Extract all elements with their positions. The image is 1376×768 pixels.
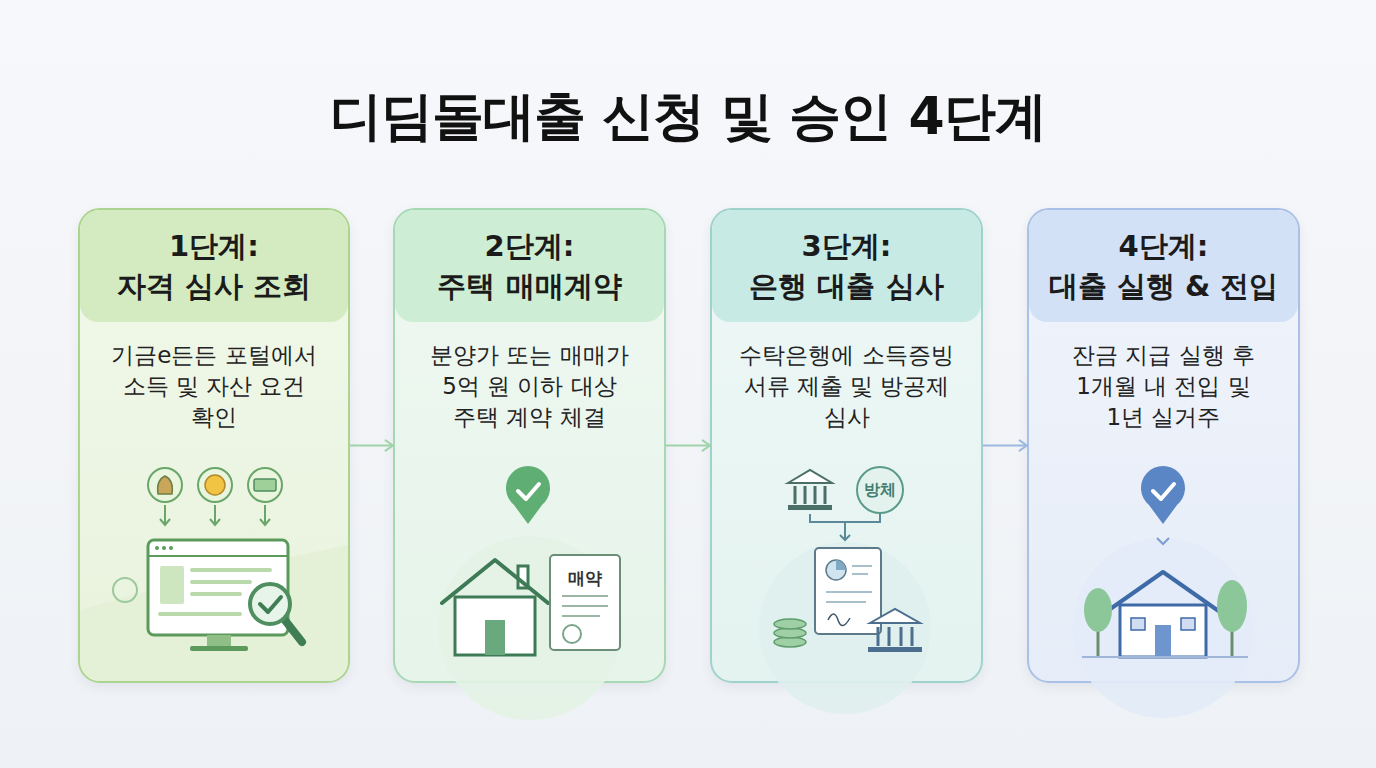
step-number: 4단계:	[1119, 226, 1209, 266]
arrow-head	[1020, 440, 1027, 450]
step-number: 1단계:	[169, 226, 259, 266]
step-description: 분양가 또는 매매가 5억 원 이하 대상 주택 계약 체결	[422, 340, 637, 433]
card-header: 1단계:자격 심사 조회	[80, 210, 348, 322]
step-card: 3단계:은행 대출 심사수탁은행에 소득증빙 서류 제출 및 방공제 심사	[710, 208, 983, 683]
arrow-head	[386, 440, 393, 450]
card-header: 4단계:대출 실행 & 전입	[1029, 210, 1298, 322]
step-description: 기금e든든 포털에서 소득 및 자산 요건 확인	[107, 340, 322, 433]
arrow-head	[703, 440, 710, 450]
flow-arrow	[350, 440, 393, 450]
flow-arrow	[666, 440, 710, 450]
arrow-line	[666, 445, 710, 447]
card-header: 3단계:은행 대출 심사	[712, 210, 981, 322]
arrow-line	[350, 445, 393, 447]
card-header: 2단계:주택 매매계약	[395, 210, 664, 322]
step-title: 주택 매매계약	[437, 266, 621, 306]
step-number: 3단계:	[802, 226, 892, 266]
step-description: 수탁은행에 소득증빙 서류 제출 및 방공제 심사	[739, 340, 954, 433]
step-card: 1단계:자격 심사 조회기금e든든 포털에서 소득 및 자산 요건 확인	[78, 208, 350, 683]
diagram-title: 디딤돌대출 신청 및 승인 4단계	[0, 84, 1376, 148]
step-number: 2단계:	[485, 226, 575, 266]
flow-arrow	[983, 440, 1027, 450]
step-title: 자격 심사 조회	[117, 266, 311, 306]
step-title: 은행 대출 심사	[749, 266, 943, 306]
step-title: 대출 실행 & 전입	[1049, 266, 1279, 306]
arrow-line	[983, 445, 1027, 447]
step-card: 2단계:주택 매매계약분양가 또는 매매가 5억 원 이하 대상 주택 계약 체…	[393, 208, 666, 683]
step-description: 잔금 지급 실행 후 1개월 내 전입 및 1년 실거주	[1061, 340, 1266, 433]
step-card: 4단계:대출 실행 & 전입잔금 지급 실행 후 1개월 내 전입 및 1년 실…	[1027, 208, 1300, 683]
